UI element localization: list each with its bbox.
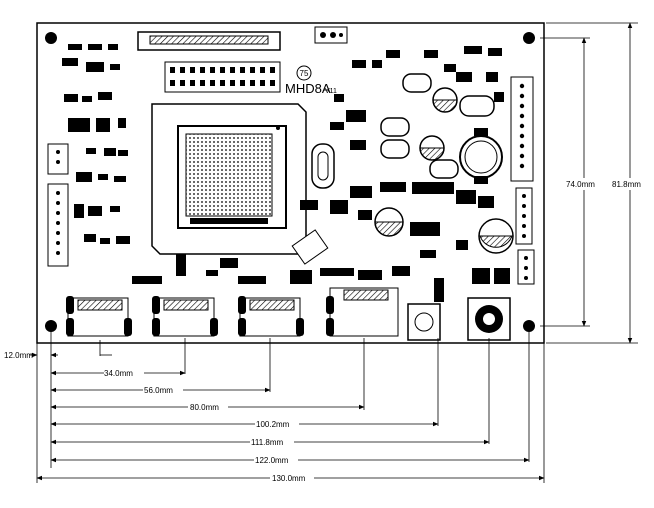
bottom-connectors [66,278,511,341]
mounting-holes [45,32,535,332]
horizontal-dimension-labels: 12.0mm 34.0mm 56.0mm 80.0mm 100.2mm 111.… [4,351,314,483]
pin-header [164,61,281,93]
model-label: MHD8A [285,81,331,96]
coin-battery [459,128,503,184]
bottom-connector-4 [326,287,399,337]
top-ribbon-connector [137,26,348,51]
mounting-hole-bottom-right [523,320,535,332]
left-connector-pins [56,150,60,255]
main-processor-chip [151,103,307,255]
right-connector-pins [519,83,528,280]
dim-label-12: 12.0mm [4,351,33,360]
model-sub-label: V11 [325,88,337,95]
right-connectors [510,76,535,285]
dim-label-74: 74.0mm [566,180,595,189]
dim-label-81: 81.8mm [612,180,641,189]
bottom-connector-2 [152,296,218,337]
dc-power-jack [467,297,511,341]
dim-label-56: 56.0mm [144,386,173,395]
mounting-hole-top-right [523,32,535,44]
model-badge: 75 [300,69,309,78]
audio-jack [407,278,444,341]
crystal-oscillator [311,143,335,189]
dim-label-100: 100.2mm [256,420,290,429]
dim-label-130: 130.0mm [272,474,306,483]
inductor-coils [380,73,495,179]
dim-label-80: 80.0mm [190,403,219,412]
dim-label-122: 122.0mm [255,456,289,465]
dim-label-34: 34.0mm [104,369,133,378]
mounting-hole-bottom-left [45,320,57,332]
vertical-dimension-labels: 74.0mm 81.8mm [563,178,652,190]
bottom-connector-1 [66,296,132,337]
mounting-hole-top-left [45,32,57,44]
bottom-connector-3 [238,296,304,337]
smd-components [62,44,510,284]
electrolytic-capacitors [374,87,514,254]
board-model-label: 75 MHD8A V11 [285,65,337,96]
dim-label-111: 111.8mm [251,438,283,447]
chip-bracket [291,229,329,265]
model-badge-circle [296,65,312,81]
